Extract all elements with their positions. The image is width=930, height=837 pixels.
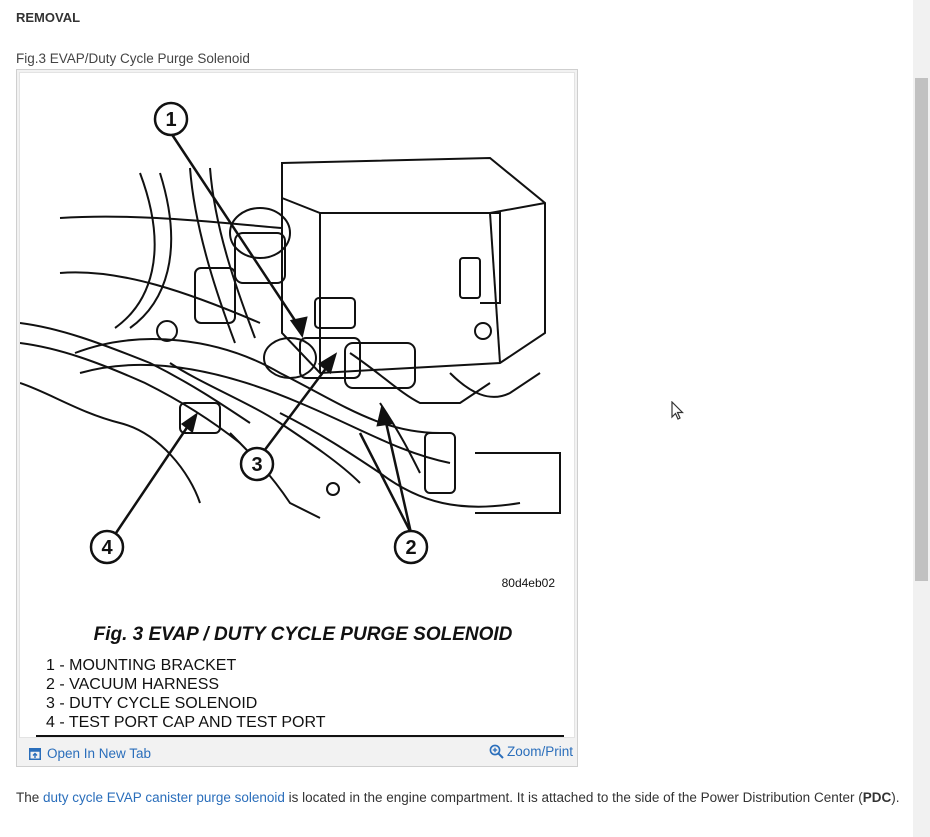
open-in-new-tab-label: Open In New Tab <box>47 746 152 761</box>
purge-solenoid-link[interactable]: duty cycle EVAP canister purge solenoid <box>43 790 285 805</box>
vertical-scrollbar[interactable] <box>913 0 930 837</box>
callout-3: 3 <box>251 454 262 476</box>
scrollbar-thumb[interactable] <box>915 78 928 581</box>
mouse-pointer-icon <box>671 401 684 420</box>
image-code: 80d4eb02 <box>502 576 556 590</box>
legend-item-2: 2 - VACUUM HARNESS <box>46 676 219 693</box>
figure-caption: Fig.3 EVAP/Duty Cycle Purge Solenoid <box>16 51 250 66</box>
paragraph-text-middle: is located in the engine compartment. It… <box>284 790 863 805</box>
figure-container: 1 2 3 4 80d4eb02 Fig. 3 EVAP / DUTY CYCL… <box>16 69 578 767</box>
legend-item-4: 4 - TEST PORT CAP AND TEST PORT <box>46 714 326 731</box>
legend-item-1: 1 - MOUNTING BRACKET <box>46 657 236 674</box>
open-in-new-tab-link[interactable]: Open In New Tab <box>29 746 151 761</box>
callout-2: 2 <box>405 537 416 559</box>
paragraph-text-after: ). <box>891 790 900 805</box>
figure-toolbar: Open In New Tab Zoom/Print <box>17 740 577 766</box>
section-heading: REMOVAL <box>16 10 81 25</box>
evap-solenoid-illustration: 1 2 3 4 80d4eb02 Fig. 3 EVAP / DUTY CYCL… <box>20 101 564 737</box>
zoom-print-label: Zoom/Print <box>506 744 573 759</box>
figure-image[interactable]: 1 2 3 4 80d4eb02 Fig. 3 EVAP / DUTY CYCL… <box>19 72 575 738</box>
legend-item-3: 3 - DUTY CYCLE SOLENOID <box>46 695 257 712</box>
callout-4: 4 <box>101 537 113 559</box>
callout-1: 1 <box>165 109 176 131</box>
paragraph-text-before: The <box>16 790 44 805</box>
pdc-abbreviation: PDC <box>862 790 892 805</box>
zoom-print-link[interactable]: Zoom/Print <box>489 744 573 759</box>
figure-title: Fig. 3 EVAP / DUTY CYCLE PURGE SOLENOID <box>94 624 513 645</box>
description-paragraph: The duty cycle EVAP canister purge solen… <box>16 788 906 808</box>
zoom-icon <box>489 744 504 759</box>
open-new-tab-icon <box>29 747 41 760</box>
